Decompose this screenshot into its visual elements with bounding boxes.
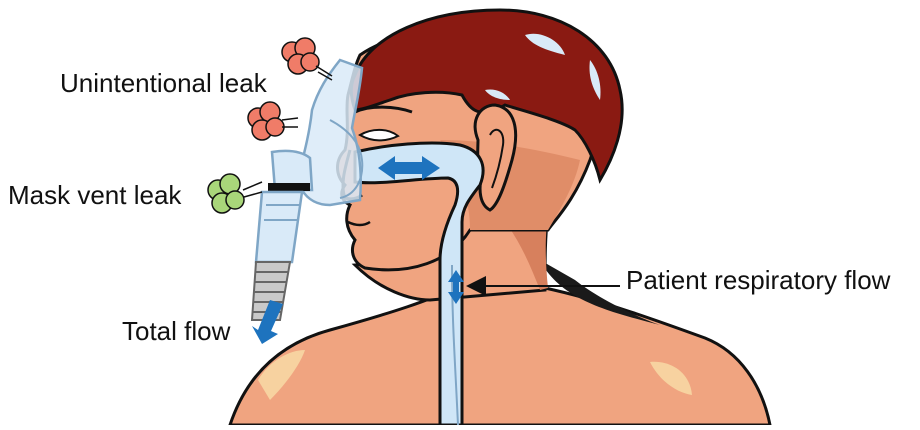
unintentional-leak-puff-2	[248, 102, 298, 140]
tube-rigid	[256, 192, 302, 262]
patient-respiratory-flow-label: Patient respiratory flow	[626, 267, 890, 293]
mask-connector-band	[268, 183, 310, 191]
total-flow-label: Total flow	[122, 318, 230, 344]
mask-vent-leak-puff	[208, 174, 262, 213]
unintentional-leak-label: Unintentional leak	[60, 70, 267, 96]
cpap-mask	[252, 60, 362, 320]
unintentional-leak-puff-1	[282, 38, 332, 80]
eye	[360, 130, 398, 141]
shoulders	[230, 288, 770, 425]
mask-vent-leak-label: Mask vent leak	[8, 182, 181, 208]
